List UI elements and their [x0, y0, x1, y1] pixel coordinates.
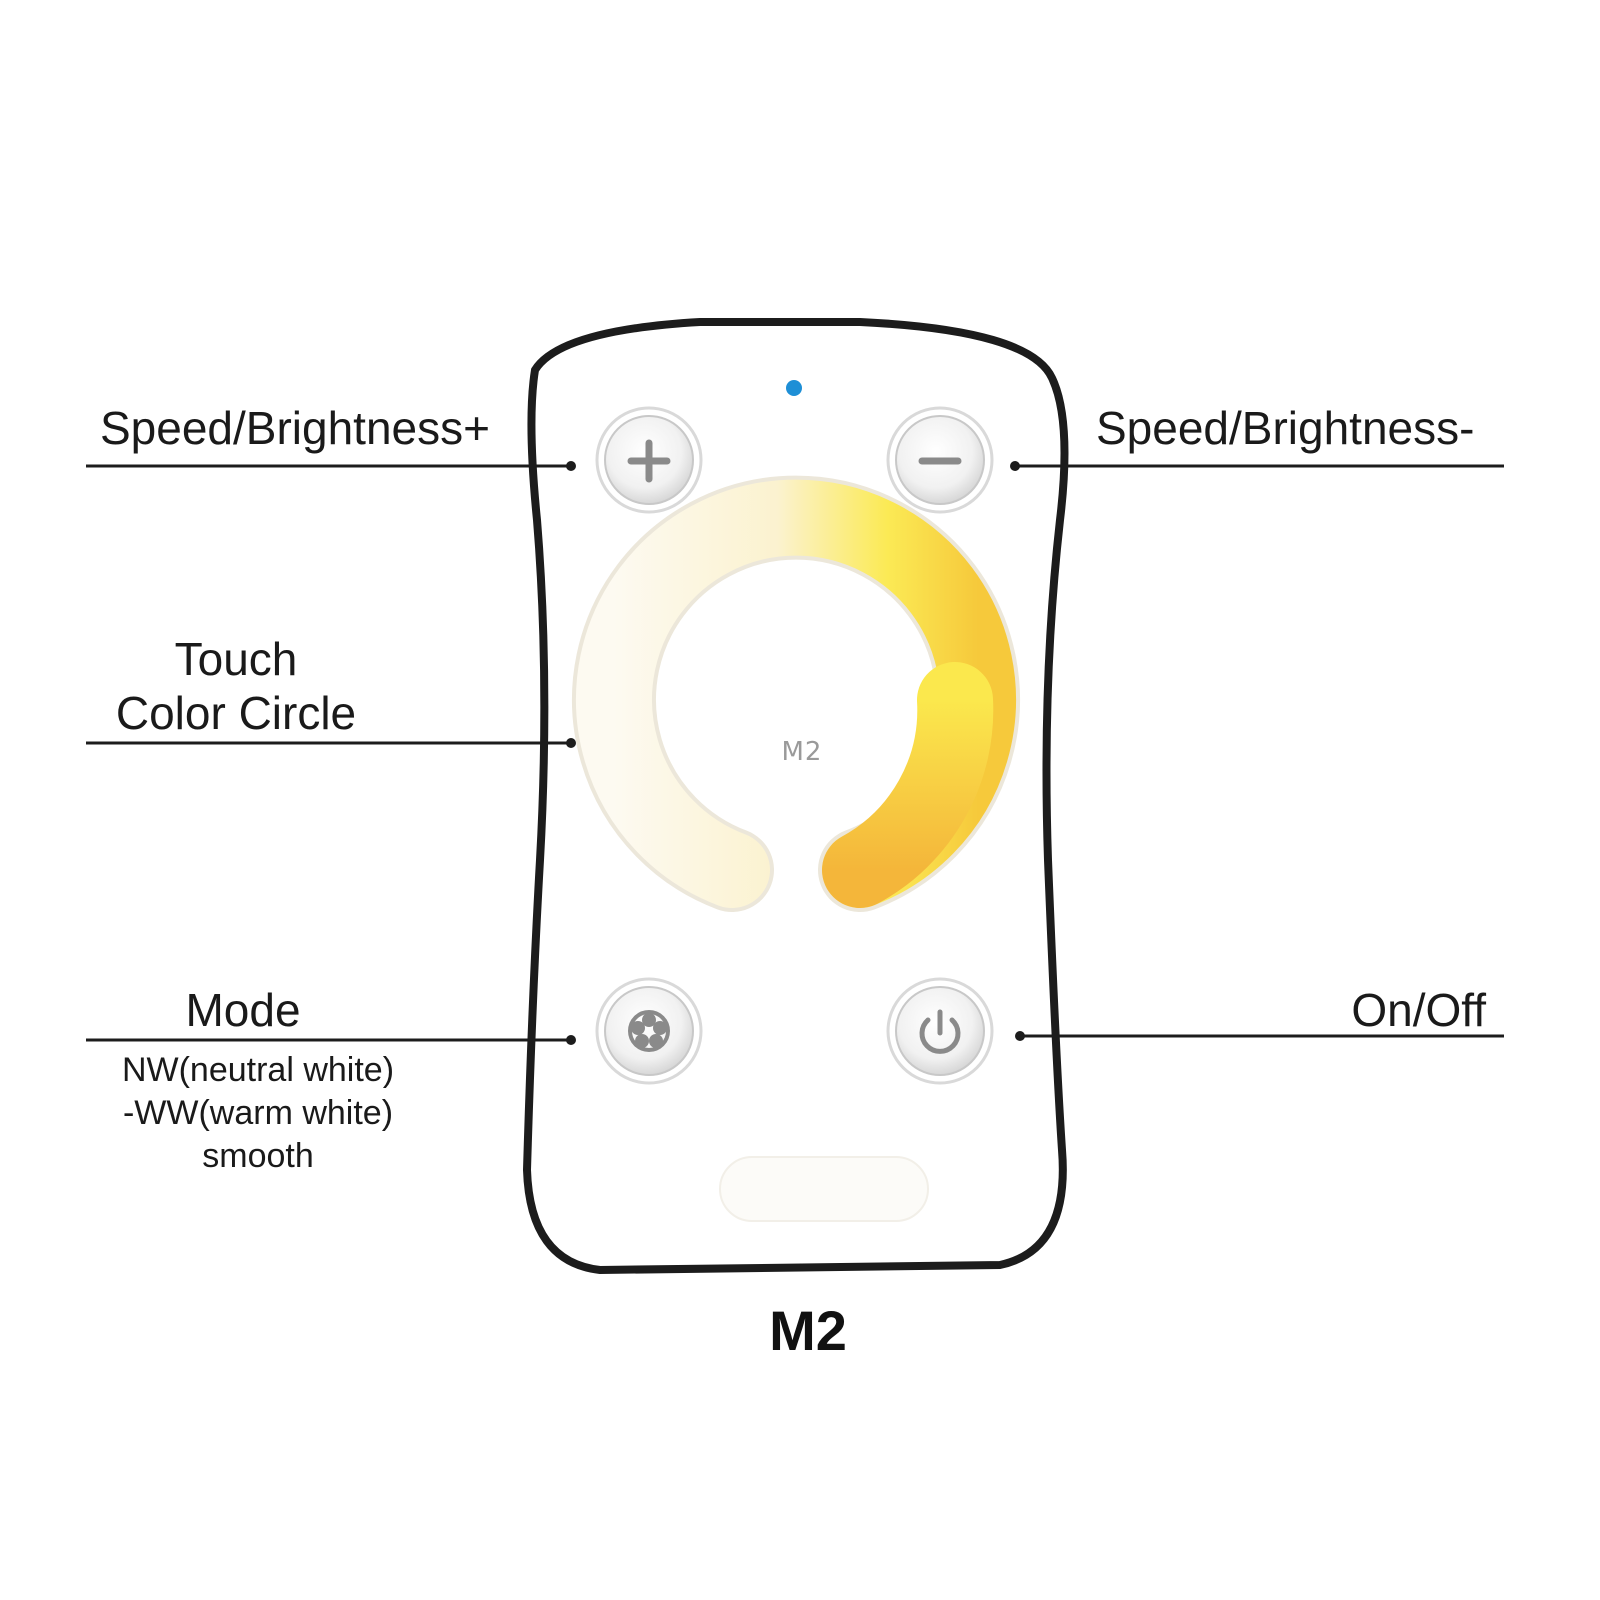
mode-desc-line3: smooth [202, 1137, 314, 1175]
color-ring-warm-segment [822, 662, 994, 908]
power-button[interactable] [886, 977, 994, 1085]
brightness-down-button[interactable] [886, 406, 994, 514]
model-label: M2 [769, 1299, 847, 1362]
led-indicator [786, 380, 802, 396]
mode-desc-line2: -WW(warm white) [123, 1094, 393, 1132]
label-color-circle: Color Circle [116, 687, 356, 739]
callout-dots [566, 461, 1025, 1045]
bottom-pad [719, 1156, 929, 1222]
power-icon [919, 1009, 961, 1054]
mode-desc-line1: NW(neutral white) [122, 1051, 394, 1089]
label-touch: Touch [175, 633, 298, 685]
label-brightness-down: Speed/Brightness- [1096, 402, 1474, 454]
label-onoff: On/Off [1351, 984, 1486, 1036]
center-logo: M2 [782, 737, 823, 767]
label-mode: Mode [185, 984, 300, 1036]
mode-button[interactable] [595, 977, 703, 1085]
plus-icon [627, 439, 671, 483]
touch-color-circle[interactable]: M2 [572, 475, 1020, 912]
brightness-up-button[interactable] [595, 406, 703, 514]
mode-dots-icon [628, 1010, 670, 1052]
label-brightness-up: Speed/Brightness+ [100, 402, 490, 454]
callout-lines [86, 464, 1504, 1042]
